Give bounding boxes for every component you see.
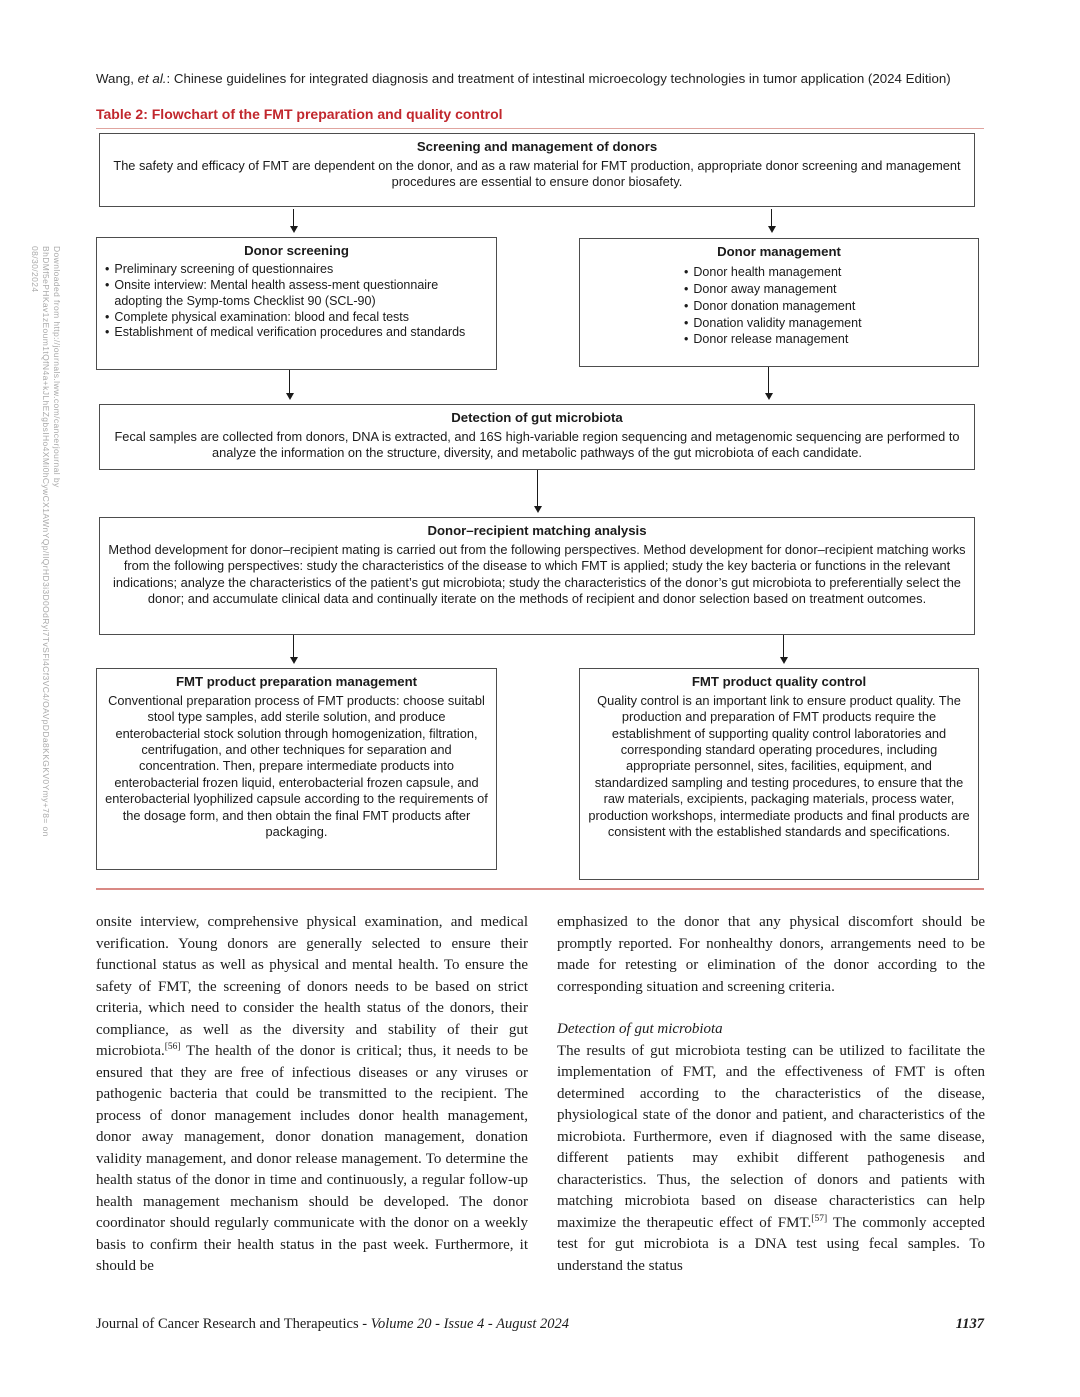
- arrow-down-icon: [286, 370, 294, 400]
- arrow-down-icon: [290, 209, 298, 233]
- fmt-quality-control-box: FMT product quality control Quality cont…: [579, 668, 979, 880]
- page-footer: Journal of Cancer Research and Therapeut…: [96, 1316, 984, 1333]
- arrow-down-icon: [780, 635, 788, 664]
- table-bottom-rule: [96, 888, 984, 890]
- bullet-icon: •: [105, 277, 110, 292]
- arrow-down-icon: [768, 209, 776, 233]
- bullet-icon: •: [684, 315, 689, 330]
- body-paragraph: The results of gut microbiota testing ca…: [557, 1041, 985, 1278]
- detection-title: Detection of gut microbiota: [451, 410, 623, 425]
- bullet-icon: •: [684, 264, 689, 279]
- journal-issue: - Volume 20 - Issue 4 - August 2024: [358, 1316, 570, 1332]
- paragraph-text: onsite interview, comprehensive physical…: [96, 914, 528, 1059]
- list-item-text: Complete physical examination: blood and…: [114, 309, 410, 324]
- paragraph-text: The results of gut microbiota testing ca…: [557, 1042, 985, 1231]
- bullet-icon: •: [105, 261, 110, 276]
- fmt-quality-control-text: Quality control is an important link to …: [588, 692, 970, 839]
- reference-57: [57]: [811, 1213, 828, 1224]
- arrow-down-icon: [534, 470, 542, 513]
- paragraph-text: The commonly accepted test for gut micro…: [557, 1214, 986, 1274]
- body-paragraph: onsite interview, comprehensive physical…: [96, 912, 528, 1278]
- fmt-preparation-text: Conventional preparation process of FMT …: [105, 692, 488, 839]
- donor-management-list: • Donor health management • Donor away man…: [684, 264, 970, 348]
- paragraph-text: The health of the donor is critical; thu…: [96, 1043, 528, 1274]
- matching-analysis-title: Donor–recipient matching analysis: [427, 523, 647, 538]
- list-item: • Donor release management: [684, 331, 970, 348]
- body-paragraph: emphasized to the donor that any physica…: [557, 912, 985, 998]
- running-head-etal: et al.: [137, 71, 167, 86]
- reference-56: [56]: [164, 1042, 181, 1052]
- list-item: • Donor health management: [684, 264, 970, 281]
- list-item: • Onsite interview: Mental health assess-…: [105, 278, 488, 310]
- list-item: • Donor donation management: [684, 298, 970, 315]
- matching-analysis-box: Donor–recipient matching analysis Method…: [99, 517, 975, 635]
- screening-management-title: Screening and management of donors: [416, 139, 658, 154]
- donor-management-box: Donor management • Donor health managemen…: [579, 238, 979, 367]
- list-item-text: Donor donation management: [693, 298, 856, 313]
- list-item-text: Donor release management: [693, 332, 849, 347]
- fmt-quality-control-title: FMT product quality control: [691, 674, 867, 689]
- table-top-rule: [96, 128, 984, 129]
- list-item-text: Onsite interview: Mental health assess-m…: [114, 277, 439, 308]
- bullet-icon: •: [105, 325, 110, 340]
- list-item: • Preliminary screening of questionnaires: [105, 262, 488, 278]
- list-item: • Complete physical examination: blood an…: [105, 310, 488, 326]
- screening-management-box: Screening and management of donors The s…: [99, 133, 975, 207]
- list-item: • Establishment of medical verification p…: [105, 325, 488, 341]
- donor-screening-box: Donor screening • Preliminary screening o…: [96, 237, 497, 370]
- section-subheading: Detection of gut microbiota: [557, 1021, 723, 1037]
- list-item-text: Establishment of medical verification pr…: [114, 325, 466, 340]
- running-head: Wang, et al.: Chinese guidelines for int…: [96, 71, 984, 86]
- footer-journal-line: Journal of Cancer Research and Therapeut…: [96, 1316, 569, 1333]
- arrow-down-icon: [765, 367, 773, 400]
- journal-name: Journal of Cancer Research and Therapeut…: [96, 1316, 359, 1332]
- detection-text: Fecal samples are collected from donors,…: [114, 428, 960, 461]
- list-item: • Donation validity management: [684, 315, 970, 332]
- donor-management-title: Donor management: [717, 244, 841, 259]
- bullet-icon: •: [105, 309, 110, 324]
- donor-screening-title: Donor screening: [244, 243, 349, 258]
- list-item: • Donor away management: [684, 281, 970, 298]
- bullet-icon: •: [684, 298, 689, 313]
- running-head-title: : Chinese guidelines for integrated diag…: [166, 71, 951, 86]
- bullet-icon: •: [684, 332, 689, 347]
- fmt-preparation-title: FMT product preparation management: [175, 674, 418, 689]
- download-watermark: Downloaded from http://journals.lww.com/…: [30, 246, 62, 837]
- paragraph-text: emphasized to the donor that any physica…: [557, 914, 985, 995]
- list-item-text: Donation validity management: [693, 315, 862, 330]
- arrow-down-icon: [290, 635, 298, 664]
- list-item-text: Donor away management: [693, 281, 837, 296]
- fmt-preparation-box: FMT product preparation management Conve…: [96, 668, 497, 870]
- detection-box: Detection of gut microbiota Fecal sample…: [99, 404, 975, 470]
- fmt-flowchart: Screening and management of donors The s…: [96, 133, 984, 893]
- list-item-text: Preliminary screening of questionnaires: [114, 261, 334, 276]
- matching-analysis-text: Method development for donor–recipient m…: [108, 541, 966, 607]
- body-column-left: onsite interview, comprehensive physical…: [96, 912, 528, 1278]
- donor-screening-list: • Preliminary screening of questionnaires…: [105, 262, 488, 341]
- table2-title: Table 2: Flowchart of the FMT preparatio…: [96, 106, 503, 122]
- page-number: 1137: [955, 1316, 984, 1332]
- body-column-right: emphasized to the donor that any physica…: [557, 912, 985, 1277]
- running-head-authors: Wang,: [96, 71, 138, 86]
- screening-management-text: The safety and efficacy of FMT are depen…: [113, 157, 961, 190]
- bullet-icon: •: [684, 281, 689, 296]
- list-item-text: Donor health management: [693, 264, 842, 279]
